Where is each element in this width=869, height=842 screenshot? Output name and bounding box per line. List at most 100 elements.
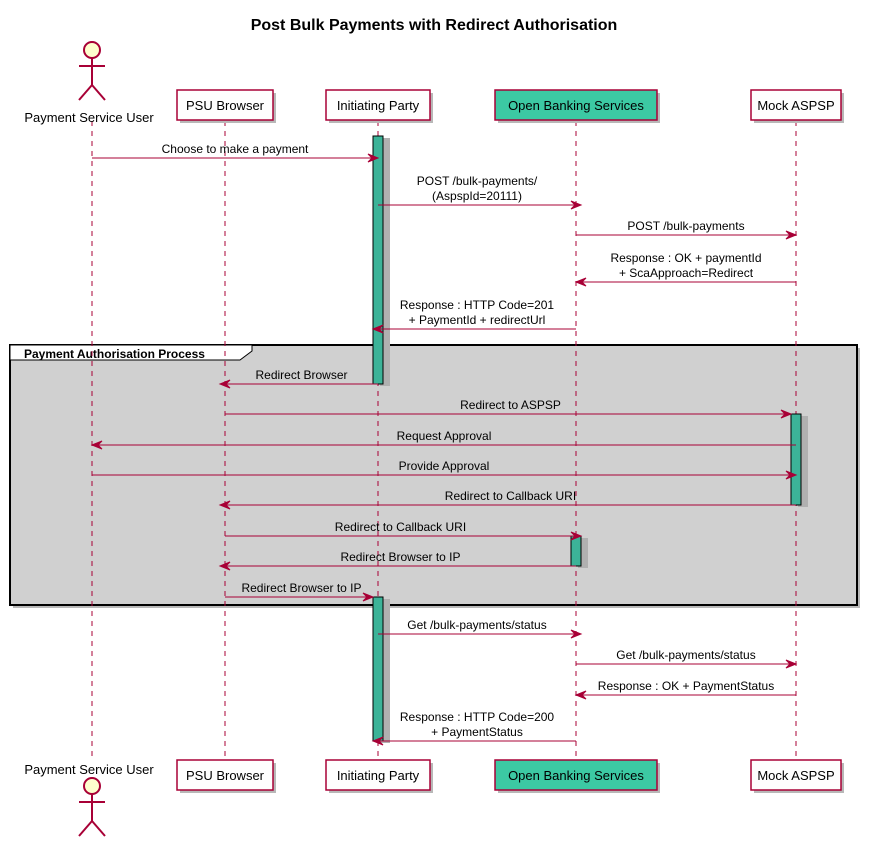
message-label: Response : HTTP Code=200 xyxy=(400,710,555,724)
message-label: Response : OK + paymentId xyxy=(610,251,761,265)
message-label: Request Approval xyxy=(397,429,492,443)
participant-label: Payment Service User xyxy=(24,110,154,125)
participant-label: PSU Browser xyxy=(186,768,265,783)
participant-ip-bottom: Initiating Party xyxy=(325,759,433,793)
group-label: Payment Authorisation Process xyxy=(24,347,205,361)
message-15: Get /bulk-payments/status xyxy=(576,648,798,669)
actor-figure-icon xyxy=(78,777,106,837)
message-arrow-head xyxy=(785,230,798,240)
message-label: Redirect to ASPSP xyxy=(460,398,561,412)
participant-aspsp-bottom: Mock ASPSP xyxy=(750,759,844,793)
participant-psu-bottom: Payment Service User xyxy=(24,762,154,837)
activation-bar-ip-1 xyxy=(372,135,384,385)
actor-figure-icon xyxy=(78,41,106,101)
message-14: Get /bulk-payments/status xyxy=(378,618,583,639)
message-2: POST /bulk-payments/(AspspId=20111) xyxy=(378,174,583,210)
message-arrow-head xyxy=(574,690,587,700)
participant-aspsp-top: Mock ASPSP xyxy=(750,89,844,123)
participant-label: Initiating Party xyxy=(337,98,420,113)
message-arrow-head xyxy=(371,736,384,746)
message-arrow-head xyxy=(570,629,583,639)
message-label: + PaymentStatus xyxy=(431,725,523,739)
message-arrow-head xyxy=(90,440,103,450)
message-4: Response : OK + paymentId+ ScaApproach=R… xyxy=(574,251,796,287)
message-arrow-head xyxy=(218,561,231,571)
message-1: Choose to make a payment xyxy=(92,142,380,163)
message-10: Redirect to Callback URI xyxy=(218,489,796,510)
participant-label: PSU Browser xyxy=(186,98,265,113)
participant-obs-bottom: Open Banking Services xyxy=(494,759,660,793)
message-arrow-head xyxy=(362,592,375,602)
participant-box xyxy=(325,89,431,121)
message-label: Choose to make a payment xyxy=(162,142,309,156)
group-tab xyxy=(9,344,253,361)
group-frame-layer: Payment Authorisation Process xyxy=(9,344,860,608)
participant-ip-top: Initiating Party xyxy=(325,89,433,123)
message-8: Request Approval xyxy=(90,429,796,450)
message-5: Response : HTTP Code=201+ PaymentId + re… xyxy=(371,298,576,334)
participant-label: Initiating Party xyxy=(337,768,420,783)
group-payment-authorisation: Payment Authorisation Process xyxy=(9,344,860,608)
message-label: Redirect Browser xyxy=(255,368,347,382)
activation-bar-ip-4 xyxy=(372,596,384,742)
message-arrow-head xyxy=(570,531,583,541)
message-label: Response : OK + PaymentStatus xyxy=(598,679,774,693)
participant-label: Payment Service User xyxy=(24,762,154,777)
message-arrow-head xyxy=(574,277,587,287)
message-label: Provide Approval xyxy=(399,459,490,473)
message-label: Redirect to Callback URI xyxy=(335,520,466,534)
participant-box xyxy=(325,759,431,791)
participant-box xyxy=(176,89,274,121)
participant-obs-top: Open Banking Services xyxy=(494,89,660,123)
message-label: Get /bulk-payments/status xyxy=(616,648,755,662)
activation-shadow xyxy=(380,599,390,743)
message-7: Redirect to ASPSP xyxy=(225,398,793,419)
message-16: Response : OK + PaymentStatus xyxy=(574,679,796,700)
message-arrow-head xyxy=(785,659,798,669)
participant-label: Mock ASPSP xyxy=(757,768,834,783)
message-arrow-head xyxy=(367,153,380,163)
message-arrow-head xyxy=(218,379,231,389)
message-17: Response : HTTP Code=200+ PaymentStatus xyxy=(371,710,576,746)
participant-box xyxy=(176,759,274,791)
participant-box xyxy=(750,759,842,791)
participant-browser-bottom: PSU Browser xyxy=(176,759,276,793)
participant-label: Open Banking Services xyxy=(508,768,644,783)
activation-shadow xyxy=(798,416,808,507)
message-label: POST /bulk-payments xyxy=(627,219,744,233)
participant-box xyxy=(494,759,658,791)
participant-box xyxy=(750,89,842,121)
participant-label: Mock ASPSP xyxy=(757,98,834,113)
message-label: Redirect Browser to IP xyxy=(241,581,361,595)
message-label: Redirect to Callback URI xyxy=(445,489,576,503)
activation-shadow xyxy=(578,538,588,568)
diagram-title: Post Bulk Payments with Redirect Authori… xyxy=(251,17,618,34)
message-label: Redirect Browser to IP xyxy=(340,550,460,564)
participant-browser-top: PSU Browser xyxy=(176,89,276,123)
activation-bar-aspsp-2 xyxy=(790,413,802,506)
message-6: Redirect Browser xyxy=(218,368,378,389)
message-arrow-head xyxy=(371,324,384,334)
message-label: Get /bulk-payments/status xyxy=(407,618,546,632)
message-11: Redirect to Callback URI xyxy=(225,520,583,541)
message-arrow-head xyxy=(780,409,793,419)
message-arrow-head xyxy=(570,200,583,210)
message-13: Redirect Browser to IP xyxy=(225,581,375,602)
message-label: (AspspId=20111) xyxy=(432,189,522,203)
message-label: + ScaApproach=Redirect xyxy=(619,266,754,280)
message-label: + PaymentId + redirectUrl xyxy=(409,313,546,327)
participant-box xyxy=(494,89,658,121)
message-arrow-head xyxy=(218,500,231,510)
participant-label: Open Banking Services xyxy=(508,98,644,113)
message-label: Response : HTTP Code=201 xyxy=(400,298,555,312)
participant-psu-top: Payment Service User xyxy=(24,41,154,125)
message-arrow-head xyxy=(785,470,798,480)
message-9: Provide Approval xyxy=(92,459,798,480)
message-12: Redirect Browser to IP xyxy=(218,550,576,571)
message-label: POST /bulk-payments/ xyxy=(417,174,538,188)
activation-shadow xyxy=(380,138,390,386)
message-3: POST /bulk-payments xyxy=(576,219,798,240)
